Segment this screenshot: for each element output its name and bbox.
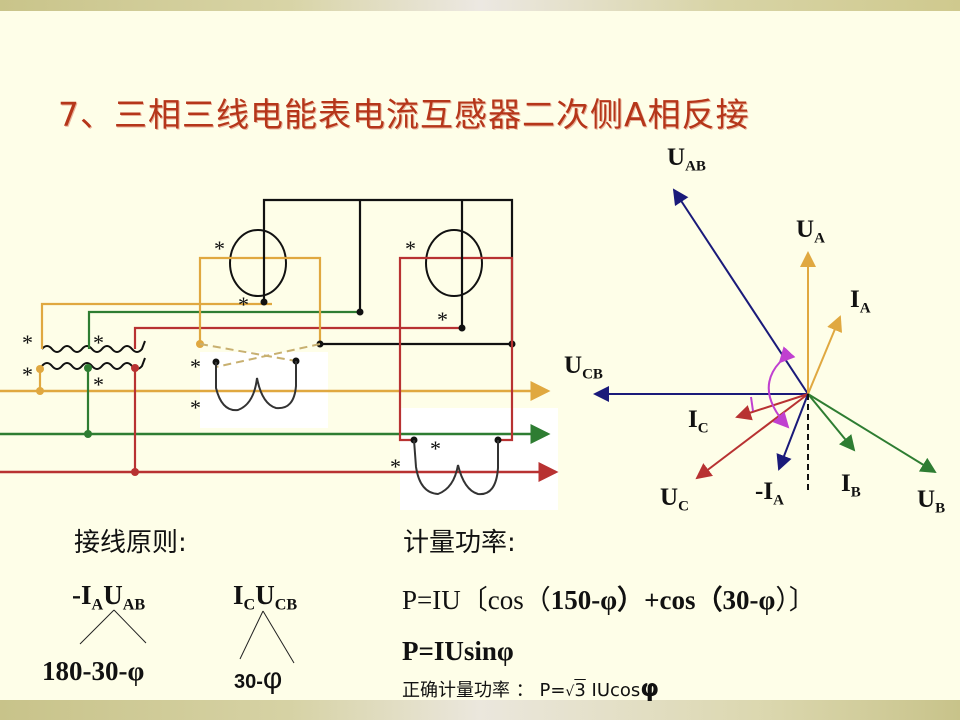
bottom-decorative-band xyxy=(0,700,960,720)
label-ic: IC xyxy=(688,406,709,437)
phasor-diagram xyxy=(593,188,937,492)
polarity-mark: * xyxy=(430,436,441,461)
voltage-transformer xyxy=(41,340,146,370)
pair2-angle: 30-φ xyxy=(234,662,283,695)
polarity-mark: * xyxy=(190,395,201,420)
label-uab: UAB xyxy=(667,144,706,175)
polarity-mark: * xyxy=(405,236,416,261)
wiring-principle-heading: 接线原则: xyxy=(74,528,187,558)
label-neg-ia: -IA xyxy=(755,478,784,509)
polarity-mark: * xyxy=(390,454,401,479)
meter-element-2 xyxy=(398,200,514,496)
meter-element-1 xyxy=(196,198,516,412)
label-ua: UA xyxy=(796,216,825,247)
label-ucb: UCB xyxy=(564,352,603,383)
polarity-mark: * xyxy=(437,307,448,332)
label-ub: UB xyxy=(917,486,946,517)
pair2-phasors: ICUCB xyxy=(233,580,298,614)
correct-power-formula: 正确计量功率 ： P=√3 IUcosφ xyxy=(402,674,660,702)
pair1-phasors: -IAUAB xyxy=(72,580,146,614)
label-ia: IA xyxy=(850,286,871,317)
polarity-mark: * xyxy=(93,330,104,355)
polarity-mark: * xyxy=(190,354,201,379)
label-uc: UC xyxy=(660,484,689,515)
polarity-mark: * xyxy=(238,292,249,317)
polarity-mark: * xyxy=(22,362,33,387)
power-formula-result: P=IUsinφ xyxy=(402,636,514,666)
polarity-mark: * xyxy=(93,372,104,397)
metered-power-heading: 计量功率: xyxy=(403,528,516,558)
top-decorative-band xyxy=(0,0,960,11)
polarity-mark: * xyxy=(22,330,33,355)
slide-title: 7、三相三线电能表电流互感器二次侧A相反接 xyxy=(58,95,750,134)
pair1-angle: 180-30-φ xyxy=(42,656,145,686)
angle-derivation-lines xyxy=(79,609,295,664)
polarity-mark: * xyxy=(214,236,225,261)
label-ib: IB xyxy=(841,470,861,501)
power-formula-expanded: P=IU〔cos（150-φ）+cos（30-φ）〕 xyxy=(402,585,816,615)
